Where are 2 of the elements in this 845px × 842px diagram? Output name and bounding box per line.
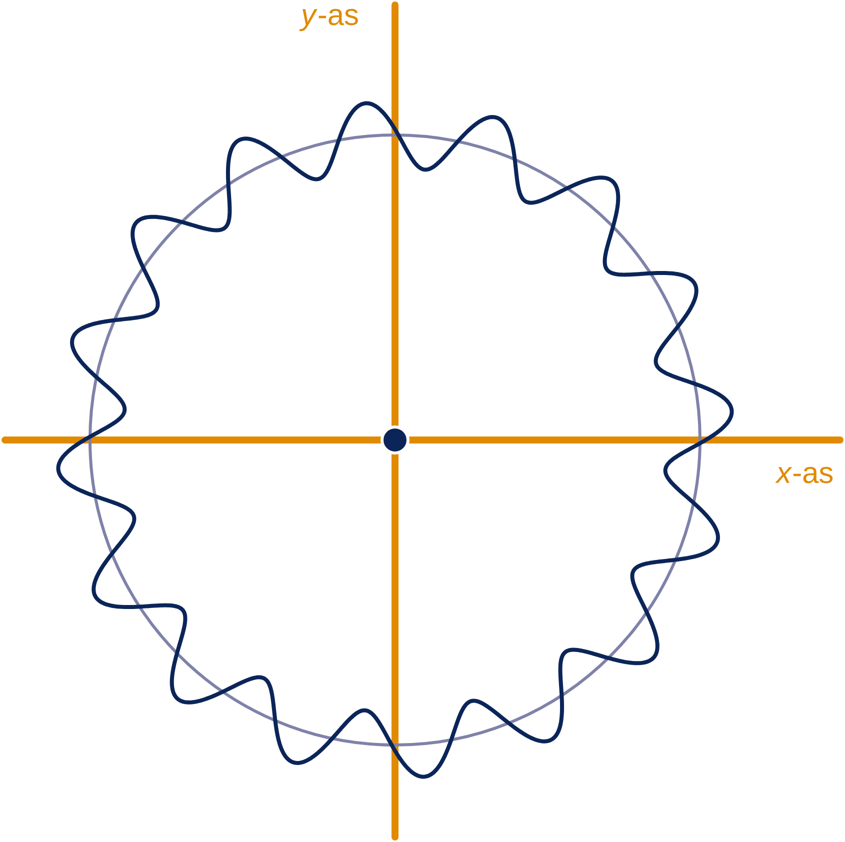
axis-label: y-as [299, 8, 358, 32]
axis-label: x-as [775, 466, 833, 484]
